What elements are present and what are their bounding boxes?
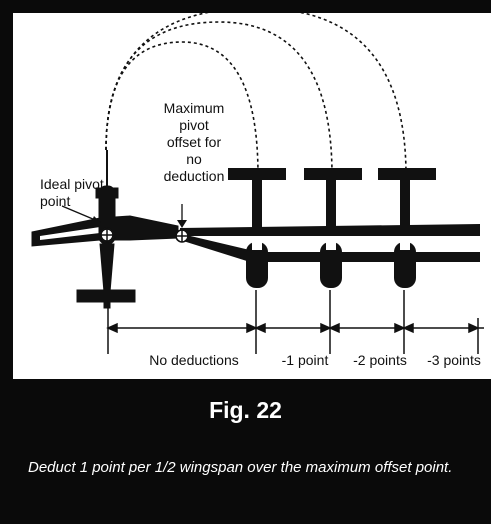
offset-aircraft-2 xyxy=(304,168,362,288)
ideal-pivot-label: Ideal pivot point xyxy=(40,176,104,209)
segment-label-no-deductions: No deductions xyxy=(149,352,239,368)
reference-aircraft xyxy=(31,185,179,309)
pivot-offset-diagram xyxy=(31,13,484,354)
segment-label-minus-3: -3 points xyxy=(427,352,481,368)
offset-aircraft-3 xyxy=(378,168,436,288)
segment-label-minus-2: -2 points xyxy=(353,352,407,368)
swing-arc-1 xyxy=(105,41,259,176)
max-offset-label: Maximum pivot offset for no deduction xyxy=(163,100,225,184)
diagram-panel: Maximum pivot offset for no deduction Id… xyxy=(13,13,491,379)
figure-caption: Deduct 1 point per 1/2 wingspan over the… xyxy=(28,459,453,476)
swing-arc-2 xyxy=(105,21,333,176)
swing-arc-3 xyxy=(105,13,407,176)
offset-aircraft-1 xyxy=(228,168,286,288)
dimension-scale xyxy=(106,290,484,354)
figure-title: Fig. 22 xyxy=(209,397,282,423)
segment-label-minus-1: -1 point xyxy=(281,352,329,368)
